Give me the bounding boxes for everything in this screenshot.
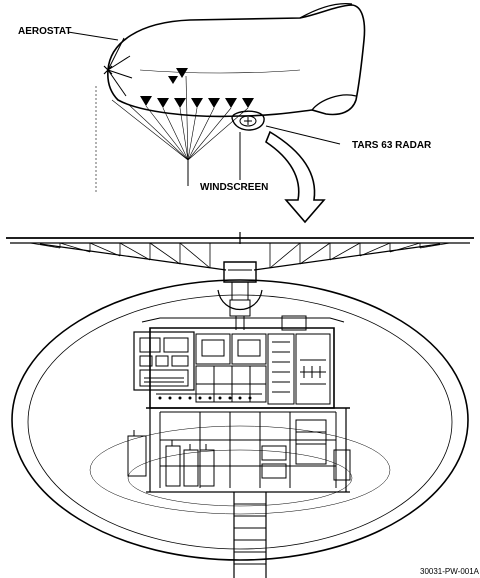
zoom-arrow [265,130,326,224]
equipment-module [127,315,351,578]
radar-pod [231,110,265,131]
aerostat-label: AEROSTAT [18,26,72,37]
floor-ring [89,425,391,515]
access-ladder [233,492,267,578]
windscreen-inner-ellipse [27,294,453,550]
floor-ring-inner [127,449,353,507]
figure-code: 30031-PW-001A [420,567,480,576]
windscreen-label: WINDSCREEN [200,182,268,193]
rigging-patches [140,68,254,108]
aerostat-leader [67,31,119,41]
antenna-truss [6,232,474,330]
windscreen-outer-ellipse [11,279,469,561]
radar-label: TARS 63 RADAR [352,140,432,151]
aerostat-balloon [95,2,366,192]
radar-leader [265,125,341,145]
